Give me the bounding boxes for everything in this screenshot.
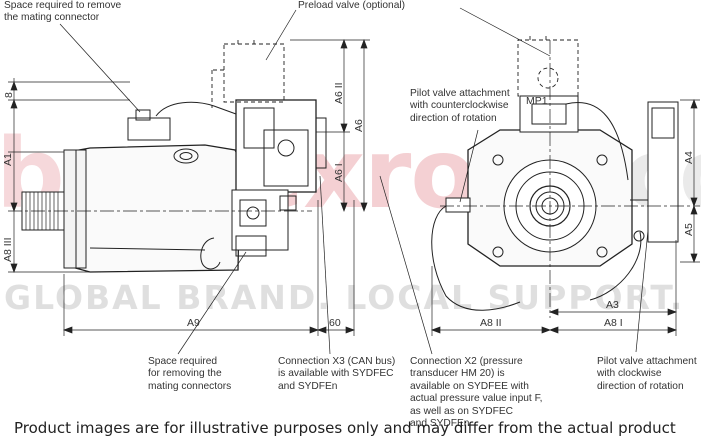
dim-a9: A9 xyxy=(187,317,200,329)
dim-a6-ii: A6 II xyxy=(333,82,345,104)
dim-60: 60 xyxy=(329,317,341,329)
dim-a6: A6 xyxy=(353,119,365,132)
dim-8: 8 xyxy=(3,92,15,98)
callout-x3: Connection X3 (CAN bus) is available wit… xyxy=(278,356,396,392)
callout-space-connectors: Space required for removing the mating c… xyxy=(148,356,232,392)
dim-a3: A3 xyxy=(606,299,619,311)
callout-pilot-ccw: Pilot valve attachment with counterclock… xyxy=(410,88,510,124)
callout-x2: Connection X2 (pressure transducer HM 20… xyxy=(410,356,543,430)
dim-a8-iii: A8 III xyxy=(2,237,14,262)
pump-front-view xyxy=(431,36,700,318)
disclaimer-text: Product images are for illustrative purp… xyxy=(14,419,676,437)
dim-a1: A1 xyxy=(2,153,14,166)
callout-preload-valve: Preload valve (optional) xyxy=(298,0,406,11)
pump-side-view xyxy=(8,40,327,273)
dim-a5: A5 xyxy=(683,223,695,236)
dimension-lines xyxy=(8,39,700,336)
watermark-slogan: GLOBAL BRAND. LOCAL SUPPORT. xyxy=(4,278,685,317)
dim-mp1: MP1 xyxy=(526,95,548,107)
dim-a8-i: A8 I xyxy=(604,317,623,329)
dim-a4: A4 xyxy=(683,151,695,164)
leader-lines xyxy=(59,7,649,355)
callout-pilot-cw: Pilot valve attachment with clockwise di… xyxy=(597,356,697,392)
dim-a8-ii: A8 II xyxy=(480,317,502,329)
dim-a6-i: A6 I xyxy=(333,163,345,182)
callout-space-connector: Space required to remove the mating conn… xyxy=(4,0,122,24)
